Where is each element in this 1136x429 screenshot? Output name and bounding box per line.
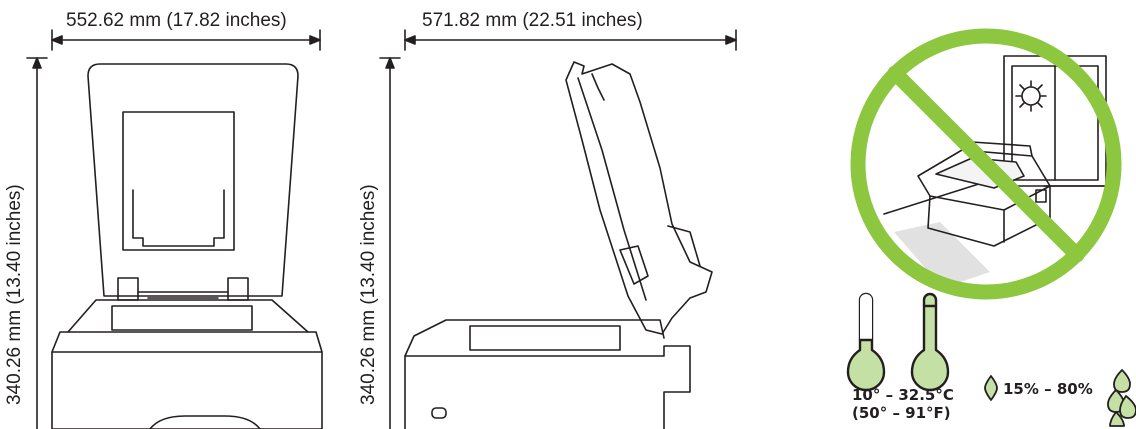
temperature-celsius-label: 10° – 32.5°C <box>852 386 954 404</box>
thermometer-high-icon <box>910 292 950 392</box>
side-height-dimension <box>379 57 401 429</box>
side-depth-label: 571.82 mm (22.51 inches) <box>422 10 643 31</box>
front-width-label: 552.62 mm (17.82 inches) <box>66 10 287 31</box>
front-height-label: 340.26 mm (13.40 inches) <box>4 184 25 405</box>
side-depth-dimension <box>404 29 737 51</box>
side-height-label: 340.26 mm (13.40 inches) <box>358 184 379 405</box>
humidity-label: 15% – 80% <box>1003 380 1093 398</box>
scanner-side-view <box>404 61 713 429</box>
front-width-dimension <box>51 29 321 51</box>
scanner-front-view <box>51 63 323 429</box>
temperature-fahrenheit-label: (50° – 91°F) <box>852 404 951 422</box>
water-drops-icon <box>1107 369 1136 427</box>
thermometer-low-icon <box>846 292 886 392</box>
water-drop-icon <box>984 375 998 401</box>
front-height-dimension <box>26 57 48 429</box>
prohibition-sign-icon <box>850 28 1122 300</box>
